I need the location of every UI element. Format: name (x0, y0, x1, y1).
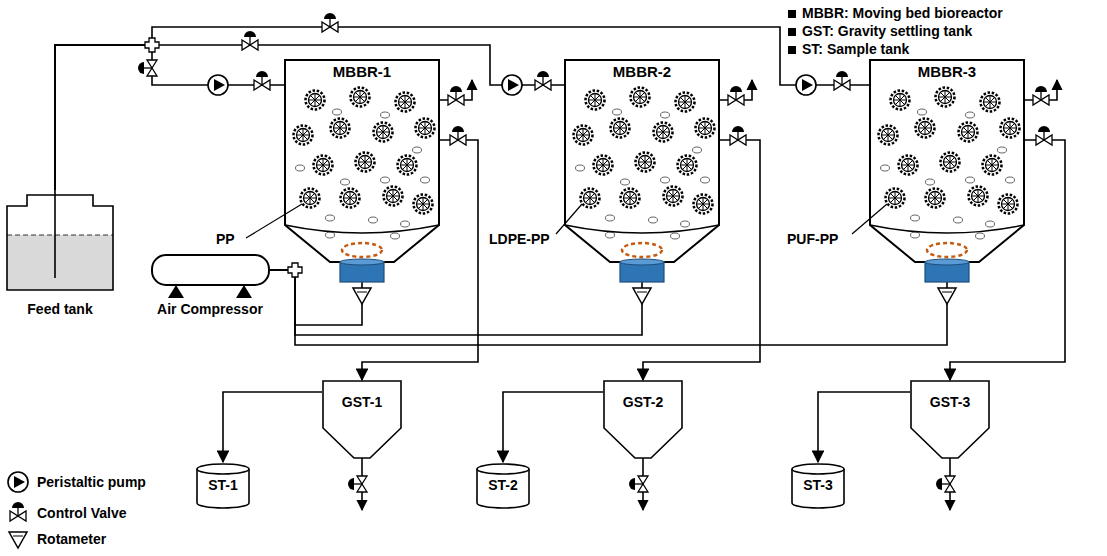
feed-tank: Feed tank (5, 190, 115, 318)
node-label: GST-2 (623, 394, 663, 411)
control-valve (1036, 126, 1052, 145)
control-valve (728, 86, 744, 105)
settling-tank-outline (910, 380, 990, 462)
node-label: ST-1 (208, 477, 238, 494)
sample-tank: ST-2 (475, 462, 531, 510)
legend-pump-symbol (8, 472, 28, 492)
control-valve (448, 86, 464, 105)
pipe-connector (55, 45, 565, 190)
mbbr-tank-outline (870, 55, 1024, 282)
pipe-connector (223, 392, 322, 462)
pipe-connector (950, 140, 1065, 380)
settling-tank: GST-3 (910, 380, 990, 462)
rotameter (353, 288, 371, 304)
node-label: GST-3 (930, 394, 970, 411)
node-label: MBBR-1 (333, 63, 391, 80)
rotameter (633, 288, 651, 304)
node-label: MBBR-3 (918, 63, 976, 80)
abbreviation-note: GST: Gravity settling tank (801, 23, 973, 40)
mbbr-tank: MBBR-1 (285, 55, 439, 282)
media-label: PUF-PP (786, 231, 839, 248)
mbbr-tank-outline (565, 55, 719, 282)
pipe-connector (503, 392, 603, 462)
vent-lines (439, 80, 1057, 100)
pipe-connector (818, 392, 910, 462)
peristaltic-pump (208, 75, 228, 95)
cross-junction (145, 38, 159, 52)
peristaltic-pump (502, 75, 522, 95)
carrier-media (294, 88, 435, 240)
media-label: PP (215, 231, 236, 248)
settling-tank: GST-1 (322, 380, 402, 462)
legend-text: Control Valve (36, 505, 127, 522)
pipe-connector (270, 270, 642, 335)
node-label: GST-1 (342, 394, 382, 411)
mbbr-tank: MBBR-3 (870, 55, 1024, 282)
control-valve (834, 71, 850, 90)
carrier-media (879, 88, 1020, 240)
sample-tank: ST-1 (195, 462, 251, 510)
control-valve (138, 60, 157, 76)
node-label: Air Compressor (157, 301, 263, 318)
control-valve (936, 476, 955, 492)
legend-valve-symbol (10, 502, 26, 521)
mbbr-tank-outline (285, 55, 439, 282)
node-label: Feed tank (27, 301, 92, 318)
control-valve (535, 71, 551, 90)
air-compressor: Air Compressor (150, 252, 270, 318)
control-valve (322, 13, 338, 32)
node-label: ST-3 (803, 477, 833, 494)
peristaltic-pump (796, 75, 816, 95)
settling-tank: GST-2 (603, 380, 683, 462)
control-valve (730, 126, 746, 145)
control-valve (242, 31, 258, 50)
carrier-media (574, 88, 715, 240)
media-label: LDPE-PP (488, 231, 551, 248)
abbreviation-note: MBBR: Moving bed bioreactor (801, 5, 1004, 22)
control-valve (629, 476, 648, 492)
sample-tank: ST-3 (790, 462, 846, 510)
control-valve (348, 476, 367, 492)
mbbr-tank: MBBR-2 (565, 55, 719, 282)
control-valve (1033, 86, 1049, 105)
pipe-connector (55, 27, 870, 190)
bullet-squares (788, 10, 796, 54)
control-valve (254, 71, 270, 90)
cross-junction (288, 263, 302, 277)
legend-rotameter-symbol (9, 532, 27, 548)
legend-text: Rotameter (36, 531, 107, 548)
node-label: ST-2 (488, 477, 518, 494)
feed-tank-outline (5, 190, 115, 318)
settling-tank-outline (603, 380, 683, 462)
control-valve (450, 126, 466, 145)
drain-lines (362, 462, 950, 510)
pipe-connector (55, 45, 285, 190)
settling-tank-outline (322, 380, 402, 462)
abbreviation-note: ST: Sample tank (801, 41, 910, 58)
node-label: MBBR-2 (613, 63, 671, 80)
legend-text: Peristaltic pump (36, 474, 147, 491)
rotameter (938, 288, 956, 304)
